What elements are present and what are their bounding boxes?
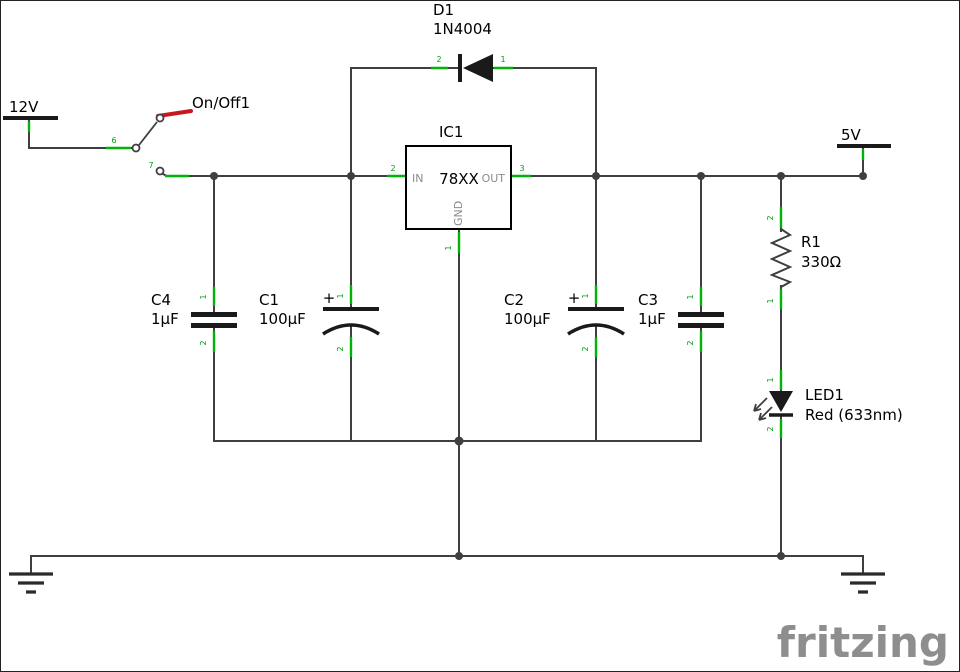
- diode-pin-cathode-number: 2: [436, 55, 441, 64]
- c1-pin-bottom-number: 2: [336, 346, 345, 351]
- c2-pin-bottom-number: 2: [581, 346, 590, 351]
- ground-right[interactable]: [841, 572, 885, 594]
- junction-dot: [210, 172, 218, 180]
- diode-pin-anode-number: 1: [500, 55, 505, 64]
- capacitor-c3[interactable]: 1 2 C3 1µF: [638, 287, 724, 352]
- c2-pin-top-number: 1: [581, 293, 590, 298]
- ic-pin-gnd-number: 1: [444, 245, 453, 250]
- c2-value-label[interactable]: 100µF: [504, 310, 551, 328]
- switch-terminal-throw-top[interactable]: [155, 113, 165, 123]
- ic-ref-label[interactable]: IC1: [439, 123, 463, 141]
- c2-plus-sign: +: [568, 289, 581, 307]
- c3-plate-bottom[interactable]: [678, 323, 724, 328]
- ic-part-label: 78XX: [439, 170, 479, 188]
- c1-ref-label[interactable]: C1: [259, 291, 279, 309]
- ic-pin-out-number: 3: [519, 164, 524, 173]
- junction-dot: [347, 172, 355, 180]
- c1-pin-top-number: 1: [336, 293, 345, 298]
- c3-ref-label[interactable]: C3: [638, 291, 658, 309]
- led1-triangle[interactable]: [769, 391, 793, 412]
- c1-plate-bottom-curved[interactable]: [322, 323, 380, 336]
- c4-plate-top[interactable]: [191, 312, 237, 317]
- resistor-r1[interactable]: 2 1 R1 330Ω: [766, 207, 841, 309]
- led-led1[interactable]: 1 2 LED1 Red (633nm): [753, 370, 903, 438]
- wire-diode-branch-left[interactable]: [350, 67, 460, 177]
- wire-top-rail-left[interactable]: [159, 171, 407, 177]
- ic-body[interactable]: [405, 145, 512, 230]
- r1-pin-top-number: 2: [766, 215, 775, 220]
- diode-cathode-bar: [458, 54, 462, 82]
- switch-pin-out-number: 7: [148, 161, 153, 170]
- c1-plus-sign: +: [323, 289, 336, 307]
- led1-emission-arrows: [753, 397, 773, 421]
- c4-plate-bottom[interactable]: [191, 323, 237, 328]
- ic-in-pin-label: IN: [412, 172, 423, 185]
- switch-pin-in-number: 6: [111, 136, 116, 145]
- led1-value-label[interactable]: Red (633nm): [805, 406, 903, 424]
- r1-ref-label[interactable]: R1: [801, 233, 821, 251]
- switch-label[interactable]: On/Off1: [192, 94, 250, 112]
- junction-dot: [454, 436, 464, 446]
- wire-12v-feed[interactable]: [28, 117, 133, 149]
- switch-onoff1[interactable]: 6 7 On/Off1: [106, 94, 250, 178]
- c3-pin-top-number: 1: [686, 294, 695, 299]
- supply-12v-label[interactable]: 12V: [9, 98, 39, 116]
- wire-ground-rail[interactable]: [30, 555, 864, 573]
- switch-lever[interactable]: [156, 109, 193, 118]
- ground-left[interactable]: [9, 572, 53, 594]
- junction-dot: [777, 552, 785, 560]
- c3-plate-top[interactable]: [678, 312, 724, 317]
- wire-diode-branch-right[interactable]: [492, 67, 597, 177]
- c4-pin-top-number: 1: [199, 294, 208, 299]
- c2-plate-top[interactable]: [568, 307, 624, 311]
- junction-dots: [210, 172, 867, 560]
- ground-right-bars: [841, 572, 885, 594]
- ic-gnd-pin-label: GND: [452, 201, 465, 226]
- supply-5v[interactable]: 5V: [837, 126, 891, 160]
- capacitor-c4[interactable]: 1 2 C4 1µF: [151, 287, 237, 352]
- diode-ref-label[interactable]: D1: [433, 1, 454, 19]
- led1-ref-label[interactable]: LED1: [805, 386, 844, 404]
- junction-dot: [859, 172, 867, 180]
- c4-pin-bottom-number: 2: [199, 340, 208, 345]
- switch-terminal-throw-bottom[interactable]: [155, 166, 165, 176]
- supply-5v-label[interactable]: 5V: [841, 126, 862, 144]
- diode-d1[interactable]: 2 1 D1 1N4004: [431, 1, 513, 82]
- c1-value-label[interactable]: 100µF: [259, 310, 306, 328]
- c4-ref-label[interactable]: C4: [151, 291, 171, 309]
- led1-pin-bottom-number: 2: [766, 426, 775, 431]
- c3-value-label[interactable]: 1µF: [638, 310, 666, 328]
- r1-zigzag[interactable]: [769, 227, 793, 289]
- r1-pin-bottom-number: 1: [766, 298, 775, 303]
- c4-value-label[interactable]: 1µF: [151, 310, 179, 328]
- junction-dot: [592, 172, 600, 180]
- ic-out-pin-label: OUT: [482, 172, 506, 185]
- c2-plate-bottom-curved[interactable]: [567, 323, 625, 336]
- diode-value-label[interactable]: 1N4004: [433, 20, 492, 38]
- switch-terminal-common[interactable]: [131, 143, 141, 153]
- ground-left-bars: [9, 572, 53, 594]
- c3-pin-bottom-number: 2: [686, 340, 695, 345]
- c2-ref-label[interactable]: C2: [504, 291, 524, 309]
- switch-arm[interactable]: [138, 121, 158, 146]
- junction-dot: [697, 172, 705, 180]
- fritzing-watermark: fritzing: [777, 618, 949, 667]
- capacitor-c2[interactable]: + 1 2 C2 100µF: [504, 285, 625, 357]
- led1-pin-top-number: 1: [766, 377, 775, 382]
- junction-dot: [455, 552, 463, 560]
- capacitor-c1[interactable]: + 1 2 C1 100µF: [259, 285, 380, 357]
- diode-triangle[interactable]: [463, 54, 493, 82]
- supply-12v[interactable]: 12V: [3, 98, 58, 132]
- ic-pin-in-number: 2: [390, 164, 395, 173]
- c1-plate-top[interactable]: [323, 307, 379, 311]
- r1-value-label[interactable]: 330Ω: [801, 253, 841, 271]
- junction-dot: [777, 172, 785, 180]
- regulator-ic1[interactable]: IN OUT 78XX GND 2 3 1 IC1: [387, 123, 531, 253]
